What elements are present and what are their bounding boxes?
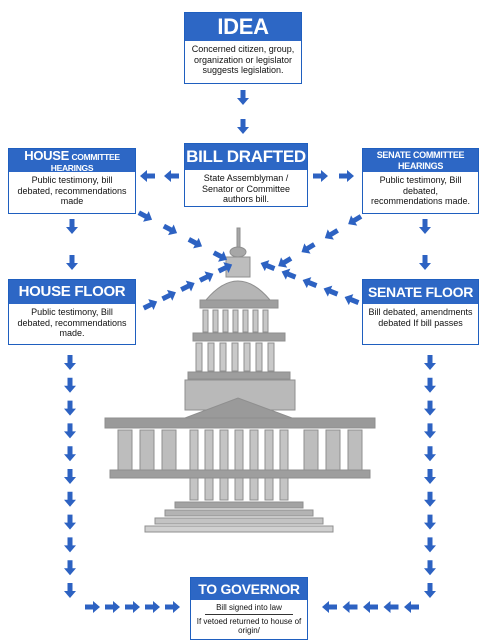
arrow-senate-floor-down	[424, 583, 436, 598]
arrow-house-committee-to-floor	[66, 219, 78, 234]
governor-title: TO GOVERNOR	[191, 578, 307, 600]
arrow-left-to-governor	[165, 601, 180, 613]
arrow-bill-to-house-committee	[164, 170, 179, 182]
arrow-house-floor-down	[64, 377, 76, 393]
arrow-senate-floor-down	[424, 469, 436, 484]
arrow-house-floor-to-center	[142, 299, 158, 311]
arrow-house-floor-down	[64, 583, 76, 598]
idea-title: IDEA	[185, 13, 301, 41]
bill-drafted-box: BILL DRAFTED State Assemblyman / Senator…	[184, 143, 308, 207]
arrow-house-floor-down	[64, 537, 76, 553]
arrow-bill-to-house-committee	[140, 170, 155, 182]
arrow-left-to-governor	[85, 601, 100, 613]
idea-box: IDEA Concerned citizen, group, organizat…	[184, 12, 302, 84]
arrow-house-floor-to-center	[198, 271, 214, 283]
governor-veto-text: If vetoed returned to house of origin/	[196, 617, 302, 635]
arrow-house-floor-down	[64, 400, 76, 416]
house-committee-description: Public testimony, bill debated, recommen…	[17, 175, 127, 206]
arrow-house-committee-to-center	[137, 210, 153, 222]
senate-committee-description: Public testimony, Bill debated, recommen…	[370, 175, 471, 206]
arrow-left-to-governor	[105, 601, 120, 613]
governor-box: TO GOVERNOR Bill signed into law If veto…	[190, 577, 308, 640]
senate-floor-box: SENATE FLOOR Bill debated, amendments de…	[362, 279, 479, 345]
house-committee-box: HOUSE COMMITTEE HEARINGS Public testimon…	[8, 148, 136, 214]
house-floor-title: HOUSE FLOOR	[9, 280, 135, 304]
house-committee-title-sub2: HEARINGS	[50, 163, 94, 173]
governor-divider	[205, 614, 293, 615]
arrow-idea-to-bill	[237, 90, 249, 105]
senate-floor-title: SENATE FLOOR	[363, 280, 478, 304]
arrow-senate-floor-to-center	[344, 294, 360, 306]
arrow-house-committee-to-center	[212, 250, 228, 262]
arrow-house-committee-to-center	[187, 237, 203, 249]
senate-committee-title: SENATE COMMITTEE HEARINGS	[363, 149, 478, 172]
arrow-right-to-governor	[383, 601, 399, 613]
arrow-left-to-governor	[145, 601, 160, 613]
arrow-house-floor-to-center	[180, 280, 195, 292]
arrow-senate-floor-to-center	[302, 277, 318, 289]
arrow-right-to-governor	[342, 601, 358, 613]
arrow-senate-floor-to-center	[281, 268, 297, 280]
arrow-senate-floor-to-center	[260, 260, 276, 272]
arrow-bill-to-senate-committee	[313, 170, 328, 182]
senate-committee-title-line1: SENATE COMMITTEE	[376, 150, 465, 160]
house-floor-description: Public testimony, Bill debated, recommen…	[17, 307, 127, 338]
arrow-house-floor-down	[64, 491, 76, 507]
arrow-house-floor-to-center	[217, 262, 233, 274]
house-committee-title-main: HOUSE	[24, 148, 69, 163]
arrow-senate-floor-to-center	[323, 285, 339, 297]
arrow-house-floor-down	[64, 446, 76, 462]
capitol-illustration	[104, 227, 376, 533]
arrow-house-floor-down	[64, 560, 76, 576]
senate-committee-box: SENATE COMMITTEE HEARINGS Public testimo…	[362, 148, 479, 214]
senate-floor-description: Bill debated, amendments debated If bill…	[368, 307, 473, 328]
arrow-bill-to-senate-committee	[339, 170, 354, 182]
arrow-senate-committee-to-center	[278, 256, 293, 268]
arrow-senate-floor-down	[424, 423, 436, 439]
house-committee-title-sub1: COMMITTEE	[71, 152, 120, 162]
arrow-senate-committee-to-center	[301, 242, 316, 254]
arrow-senate-floor-down	[424, 491, 436, 507]
bill-drafted-description: State Assemblyman / Senator or Committee…	[201, 173, 291, 204]
arrow-house-floor-down	[64, 423, 76, 439]
house-committee-title: HOUSE COMMITTEE HEARINGS	[9, 148, 135, 173]
arrow-senate-floor-down	[424, 400, 436, 416]
idea-description: Concerned citizen, group, organization o…	[191, 44, 295, 75]
arrow-senate-floor-down	[424, 537, 436, 553]
arrow-house-floor-down	[64, 514, 76, 530]
arrow-senate-floor-down	[424, 355, 436, 370]
arrow-house-committee-to-floor	[66, 255, 78, 270]
bill-drafted-title: BILL DRAFTED	[185, 144, 307, 170]
flow-arrows	[64, 90, 436, 613]
arrow-senate-committee-to-floor	[419, 255, 431, 270]
arrow-idea-to-bill	[237, 119, 249, 134]
arrow-house-floor-to-center	[161, 289, 176, 302]
arrow-house-floor-down	[64, 469, 76, 484]
arrow-right-to-governor	[322, 601, 337, 613]
arrow-senate-floor-down	[424, 560, 436, 576]
arrow-senate-committee-to-center	[324, 228, 339, 240]
arrow-senate-floor-down	[424, 446, 436, 462]
arrow-senate-committee-to-center	[348, 214, 363, 226]
house-floor-box: HOUSE FLOOR Public testimony, Bill debat…	[8, 279, 136, 345]
arrow-right-to-governor	[404, 601, 419, 613]
senate-committee-title-line2: HEARINGS	[397, 160, 444, 171]
arrow-senate-floor-down	[424, 377, 436, 393]
arrow-house-floor-down	[64, 355, 76, 370]
arrow-senate-floor-down	[424, 514, 436, 530]
arrow-senate-committee-to-floor	[419, 219, 431, 234]
governor-description: Bill signed into law If vetoed returned …	[191, 600, 307, 635]
arrow-right-to-governor	[363, 601, 378, 613]
arrow-house-committee-to-center	[162, 223, 178, 236]
arrow-left-to-governor	[125, 601, 140, 613]
governor-signed-text: Bill signed into law	[216, 603, 282, 612]
